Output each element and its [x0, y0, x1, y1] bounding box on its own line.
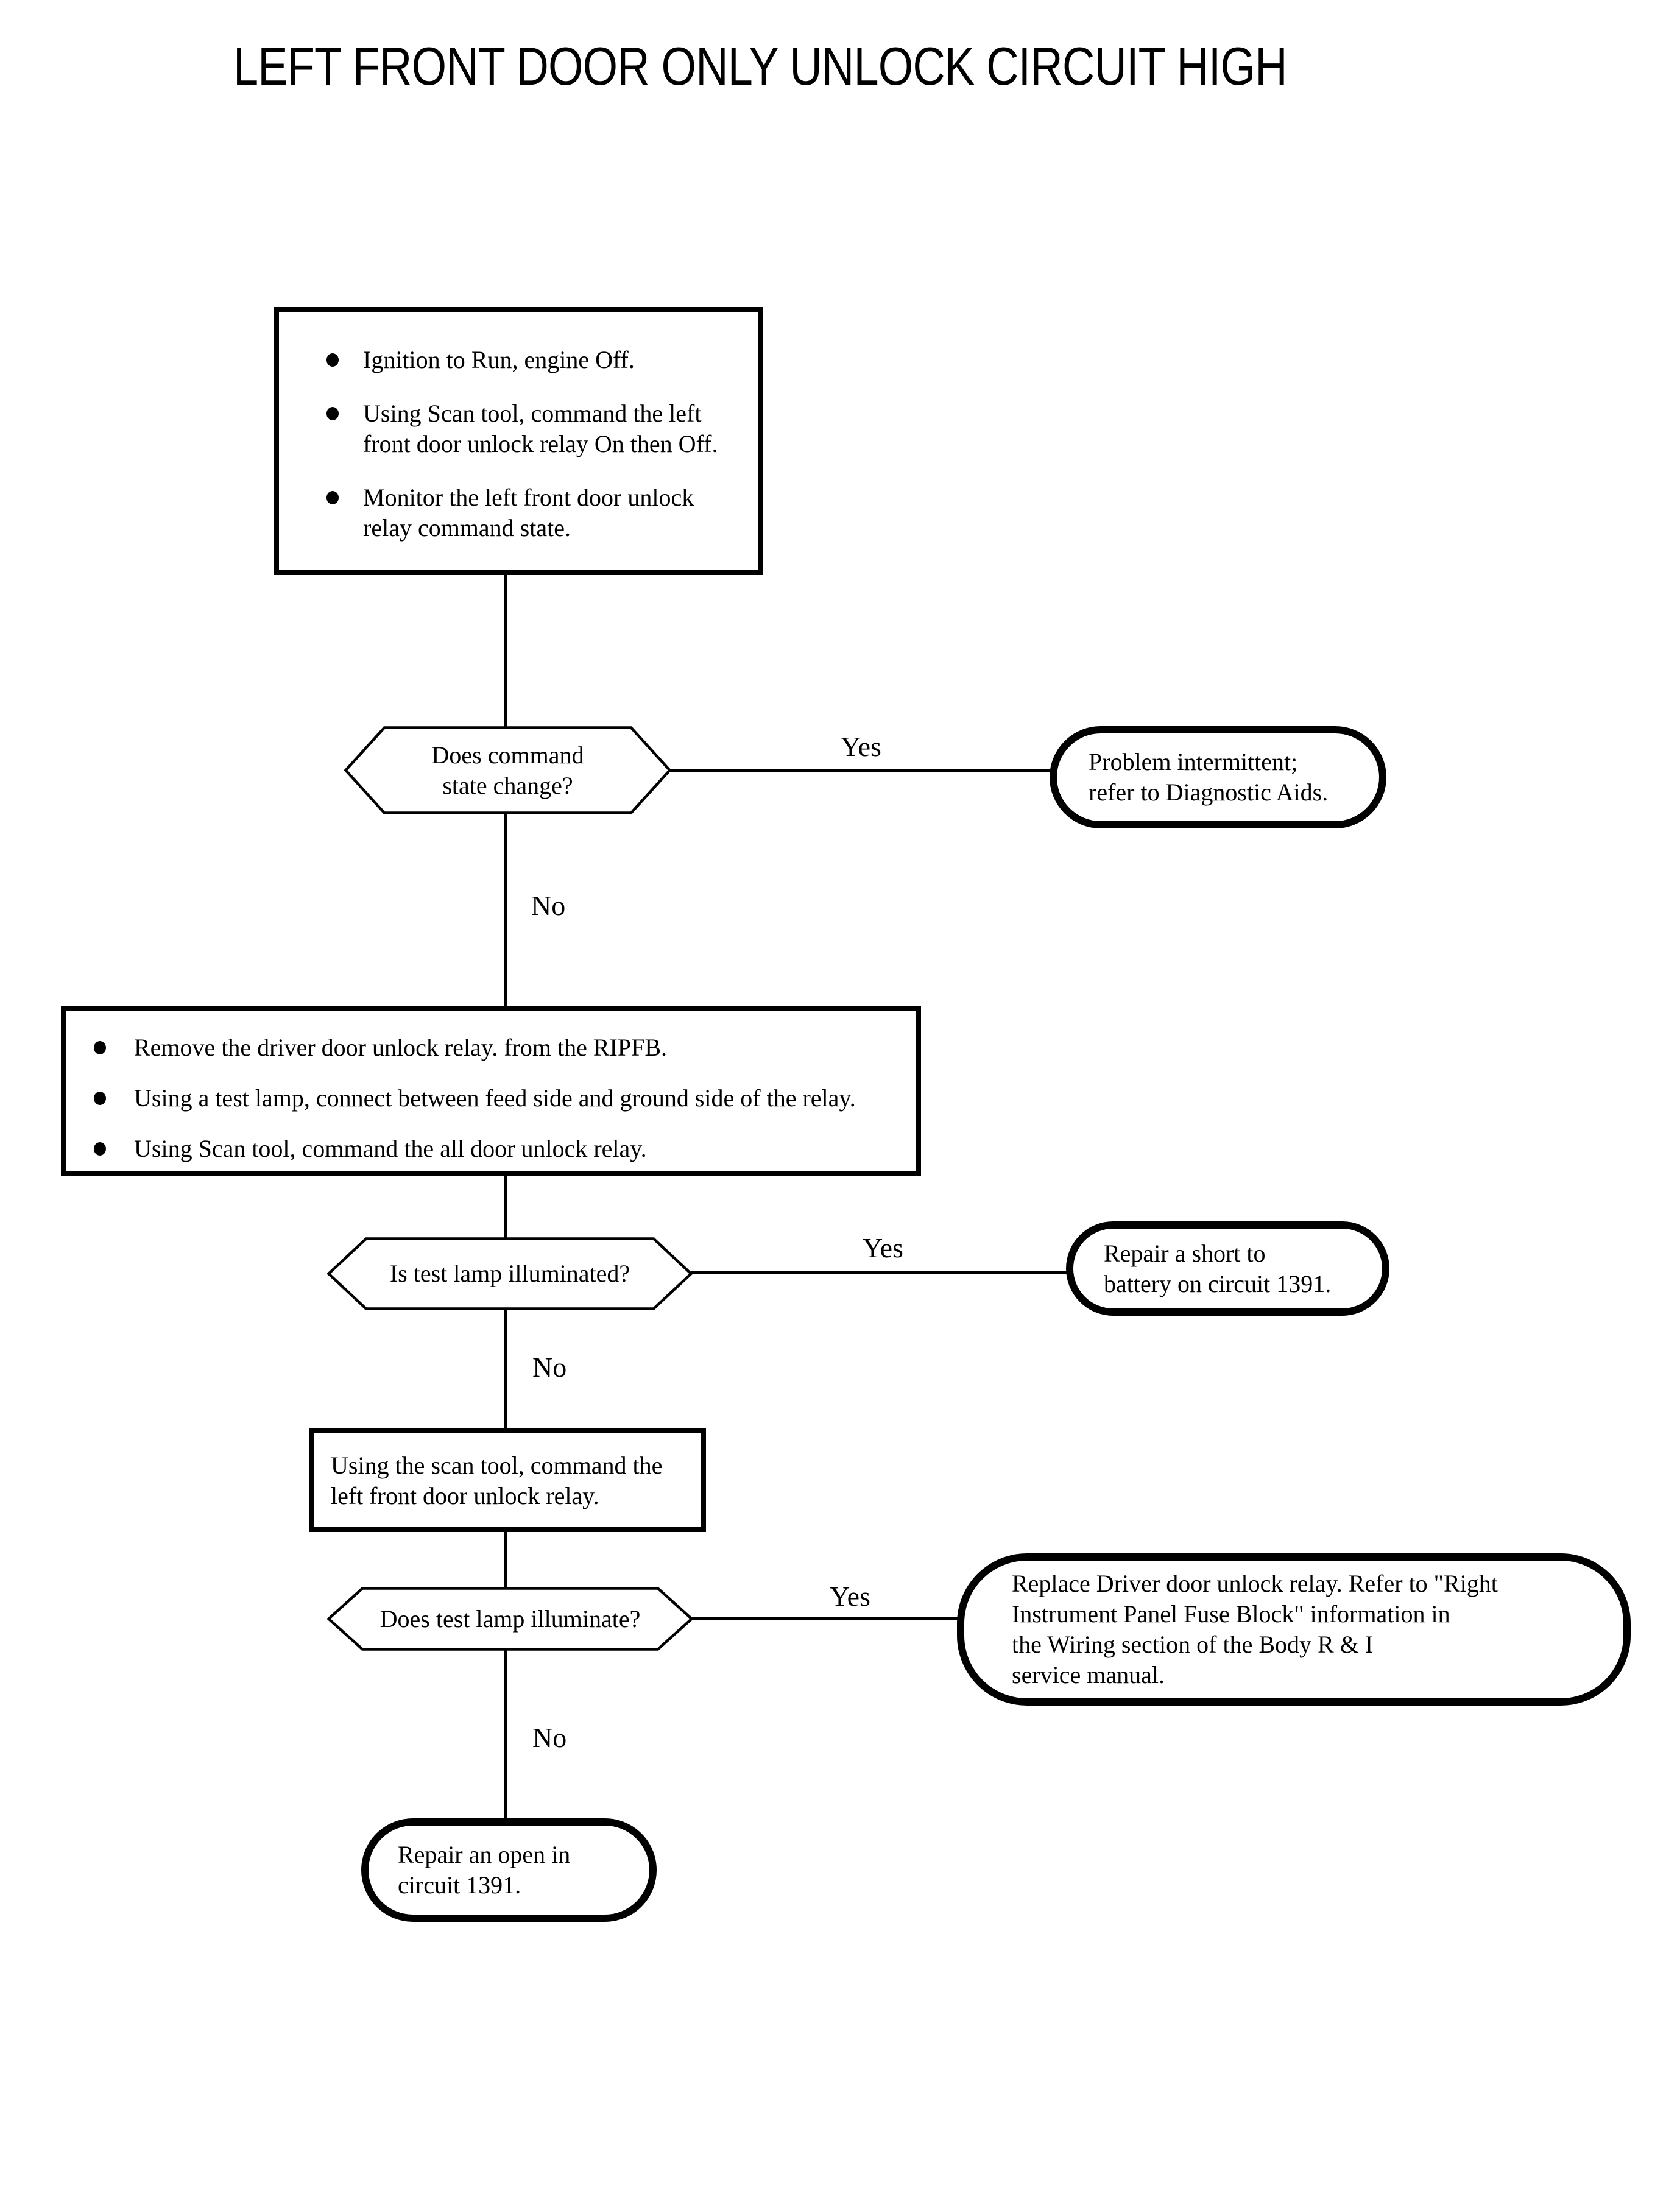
terminal-line: the Wiring section of the Body R & I [1012, 1631, 1374, 1658]
node-outcome-intermittent: Problem intermittent; refer to Diagnosti… [1050, 726, 1386, 828]
branch-label-no-1: No [531, 890, 566, 921]
hexagon-shape [327, 1237, 693, 1310]
decision-line: Does test lamp illuminate? [379, 1605, 641, 1633]
terminal-line: refer to Diagnostic Aids. [1089, 778, 1329, 806]
bullet-icon [94, 1041, 106, 1054]
process-line: Using the scan tool, command the [331, 1452, 663, 1479]
bullet-line: Monitor the left front door unlock [363, 484, 694, 511]
node-decision-lamp-illuminated: Is test lamp illuminated? [327, 1237, 693, 1310]
terminal-line: battery on circuit 1391. [1104, 1269, 1332, 1297]
connector-no-3 [504, 1650, 507, 1821]
node-command-relay-box: Using the scan tool, command the left fr… [309, 1428, 706, 1532]
node-setup-box: Ignition to Run, engine Off. Using Scan … [274, 307, 763, 575]
bullet-line: Using a test lamp, connect between feed … [134, 1084, 856, 1112]
branch-label-yes-3: Yes [830, 1581, 870, 1612]
bullet-item: Using a test lamp, connect between feed … [94, 1083, 906, 1114]
decision-line: Is test lamp illuminated? [389, 1260, 630, 1287]
node-decision-command-state: Does command state change? [344, 726, 671, 814]
bullet-icon [326, 407, 339, 420]
bullet-icon [326, 353, 339, 367]
hexagon-shape [327, 1587, 693, 1651]
connector-setup-to-decision1 [504, 575, 507, 727]
node-outcome-replace-relay: Replace Driver door unlock relay. Refer … [957, 1553, 1631, 1706]
terminal-line: Repair a short to [1104, 1239, 1266, 1267]
branch-label-yes-2: Yes [863, 1232, 903, 1263]
terminal-line: Problem intermittent; [1089, 748, 1298, 775]
terminal-line: Instrument Panel Fuse Block" information… [1012, 1600, 1450, 1628]
connector-yes-3 [692, 1617, 975, 1620]
bullet-line: front door unlock relay On then Off. [363, 430, 718, 457]
connector-lampsetup-to-decision2 [504, 1175, 507, 1238]
branch-label-yes-1: Yes [841, 731, 881, 762]
hexagon-shape [344, 726, 671, 814]
process-line: left front door unlock relay. [331, 1482, 599, 1509]
bullet-line: Remove the driver door unlock relay. fro… [134, 1034, 667, 1061]
bullet-item: Monitor the left front door unlock relay… [326, 482, 739, 543]
page-title: LEFT FRONT DOOR ONLY UNLOCK CIRCUIT HIGH [233, 36, 1288, 96]
terminal-line: circuit 1391. [398, 1871, 521, 1899]
terminal-line: Replace Driver door unlock relay. Refer … [1012, 1570, 1498, 1597]
decision-line: state change? [442, 771, 573, 799]
branch-label-no-3: No [532, 1722, 567, 1753]
bullet-icon [94, 1092, 106, 1105]
node-decision-lamp-illuminate: Does test lamp illuminate? [327, 1587, 693, 1651]
bullet-line: Ignition to Run, engine Off. [363, 346, 635, 373]
node-outcome-short: Repair a short to battery on circuit 139… [1066, 1221, 1389, 1316]
terminal-line: service manual. [1012, 1661, 1165, 1689]
bullet-item: Using Scan tool, command the all door un… [94, 1134, 906, 1164]
connector-commandrelay-to-decision3 [504, 1531, 507, 1588]
connector-no-2 [504, 1309, 507, 1430]
branch-label-no-2: No [532, 1352, 567, 1383]
connector-yes-2 [691, 1271, 1073, 1274]
bullet-item: Remove the driver door unlock relay. fro… [94, 1033, 906, 1063]
node-outcome-open: Repair an open in circuit 1391. [361, 1818, 657, 1922]
bullet-line: Using Scan tool, command the all door un… [134, 1135, 647, 1162]
terminal-line: Repair an open in [398, 1841, 571, 1868]
node-lamp-setup-box: Remove the driver door unlock relay. fro… [61, 1006, 921, 1176]
bullet-line: relay command state. [363, 514, 571, 542]
bullet-icon [94, 1142, 106, 1156]
connector-no-1 [504, 813, 507, 1007]
bullet-item: Ignition to Run, engine Off. [326, 345, 739, 375]
decision-line: Does command [431, 741, 584, 769]
bullet-line: Using Scan tool, command the left [363, 400, 702, 427]
connector-yes-1 [670, 769, 1057, 772]
bullet-icon [326, 491, 339, 504]
bullet-item: Using Scan tool, command the left front … [326, 398, 739, 459]
